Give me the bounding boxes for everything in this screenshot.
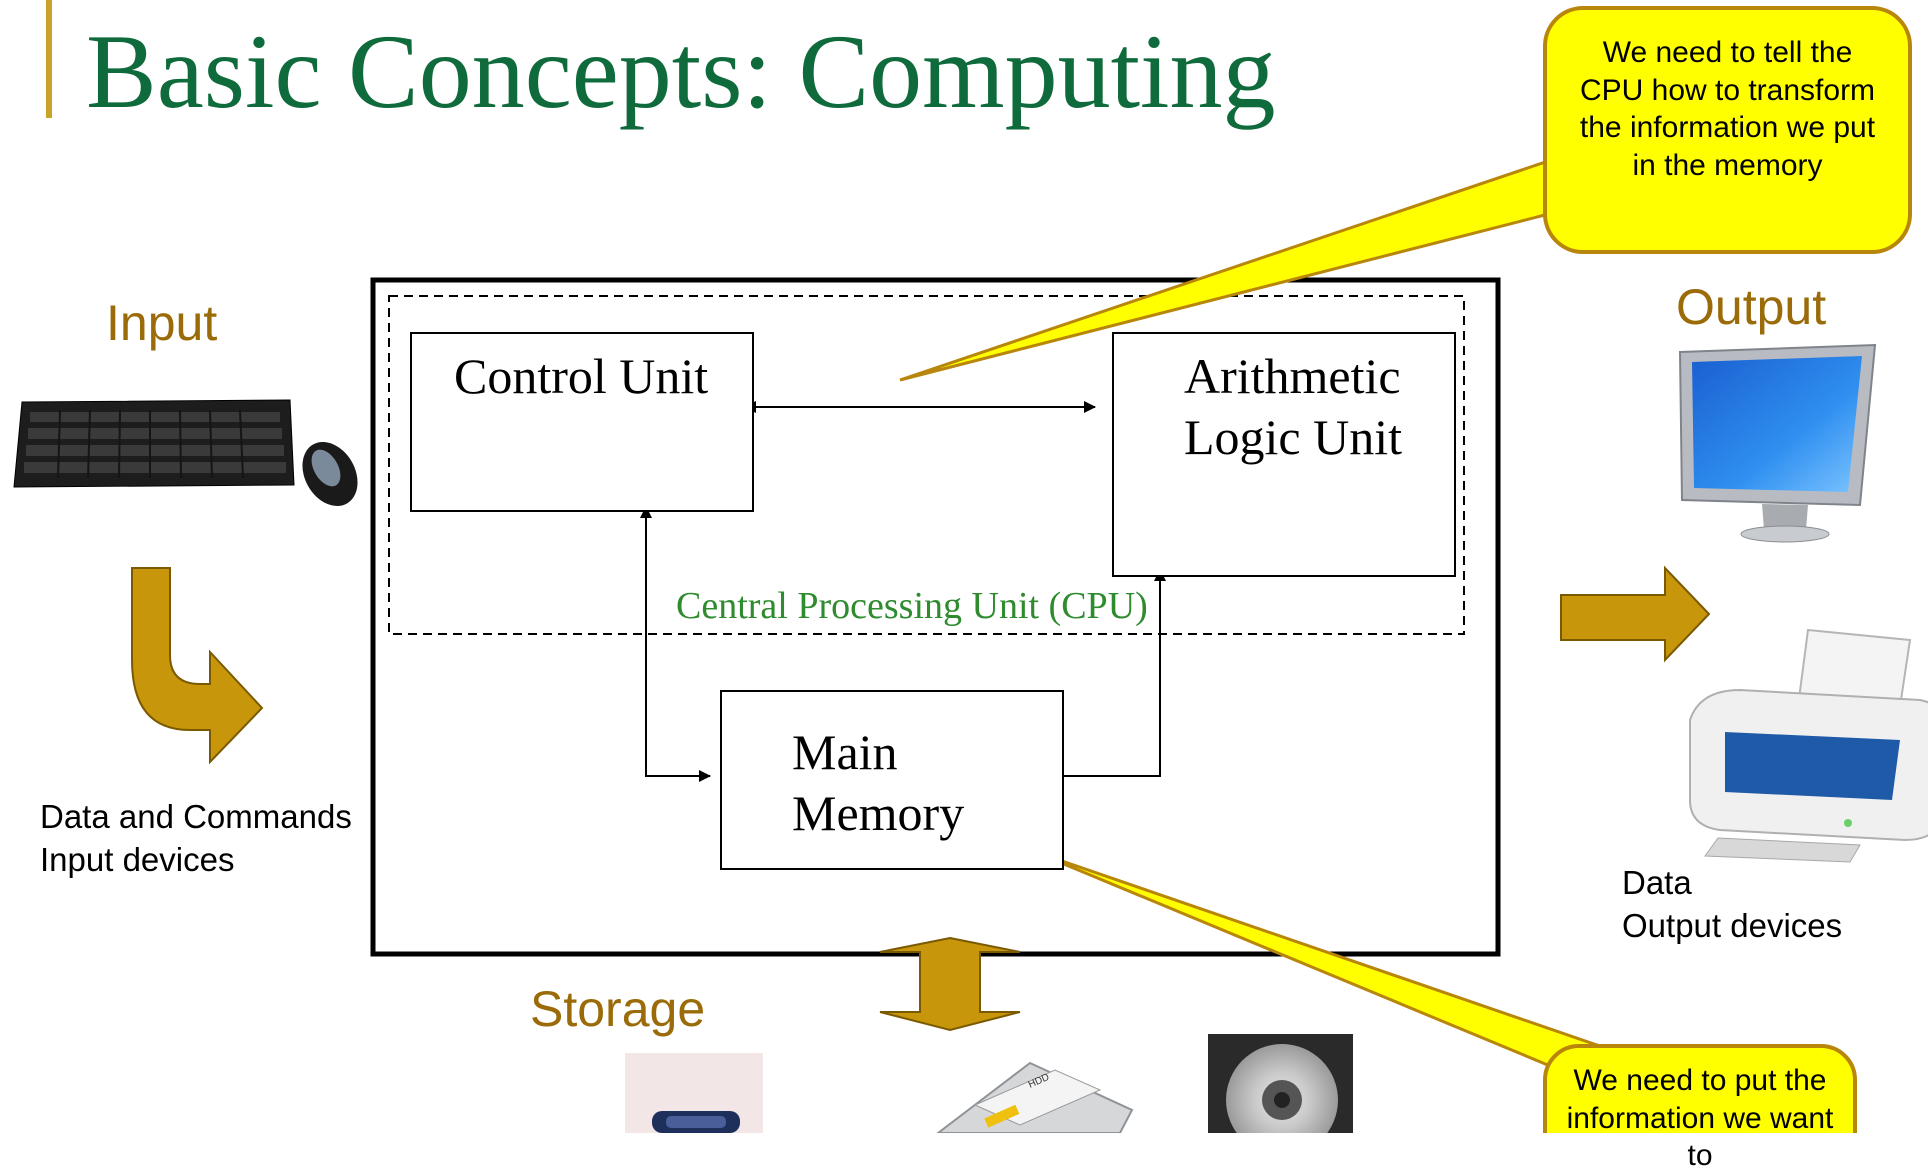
input-heading: Input bbox=[106, 295, 218, 351]
hard-disk-icon: HDD bbox=[936, 1061, 1134, 1133]
output-caption-line2: Output devices bbox=[1622, 906, 1843, 944]
printer-icon bbox=[1689, 628, 1928, 863]
cu-memory-connector bbox=[640, 506, 711, 782]
alu-label-line2: Logic Unit bbox=[1184, 409, 1403, 465]
alu-memory-connector bbox=[1049, 569, 1166, 782]
input-caption-line2: Input devices bbox=[40, 840, 235, 878]
monitor-icon bbox=[1678, 343, 1877, 543]
slide-title: Basic Concepts: Computing bbox=[86, 13, 1276, 130]
input-flow-arrow bbox=[131, 567, 264, 765]
storage-heading: Storage bbox=[530, 981, 706, 1037]
cpu-boundary bbox=[388, 295, 1465, 635]
input-caption-line1: Data and Commands bbox=[40, 798, 352, 835]
mouse-icon bbox=[302, 442, 358, 506]
cd-disc-icon bbox=[1208, 1034, 1353, 1133]
control-unit-box: Control Unit bbox=[410, 332, 754, 512]
cpu-label: Central Processing Unit (CPU) bbox=[676, 585, 1148, 627]
input-caption: Data and Commands Input devices bbox=[40, 796, 352, 882]
title-accent-bar bbox=[46, 0, 52, 118]
storage-flow-arrow bbox=[879, 936, 1021, 1032]
main-memory-box: Main Memory bbox=[720, 690, 1064, 870]
keyboard-icon bbox=[13, 399, 295, 488]
usb-drive-icon bbox=[625, 1053, 763, 1133]
memory-label-line2: Memory bbox=[792, 785, 965, 841]
output-caption-line1: Data bbox=[1622, 864, 1692, 901]
alu-box: Arithmetic Logic Unit bbox=[1112, 332, 1456, 577]
output-heading: Output bbox=[1676, 279, 1827, 335]
output-caption: Data Output devices bbox=[1622, 862, 1842, 948]
alu-label-line1: Arithmetic bbox=[1184, 348, 1401, 404]
bottom-callout-bubble bbox=[1543, 1044, 1857, 1133]
top-callout-bubble bbox=[1543, 6, 1912, 254]
top-callout-text: We need to tell the CPU how to transform… bbox=[1579, 36, 1876, 182]
output-flow-arrow bbox=[1560, 565, 1711, 663]
bottom-callout-text: We need to put the information we want t… bbox=[1566, 1064, 1834, 1172]
memory-label-line1: Main bbox=[792, 724, 898, 780]
control-unit-label: Control Unit bbox=[454, 348, 709, 404]
